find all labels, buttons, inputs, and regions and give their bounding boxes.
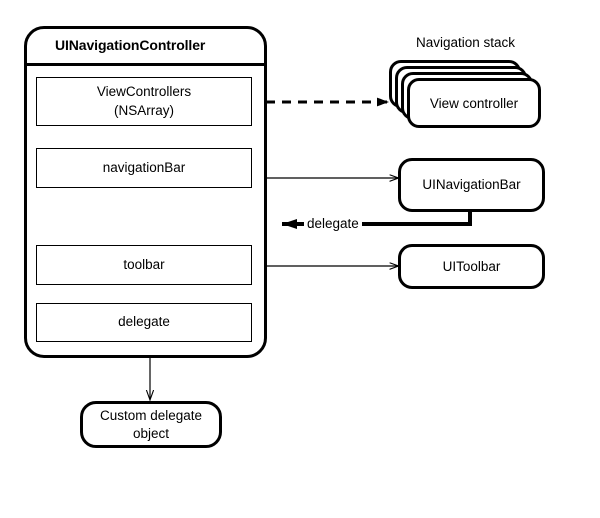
property-viewcontrollers-line1: ViewControllers <box>96 84 192 100</box>
node-custom-delegate-object: Custom delegate object <box>80 401 222 448</box>
page-title: UINavigationController <box>55 37 206 54</box>
node-custom-delegate-line2: object <box>132 425 170 441</box>
edge-label-delegate: delegate <box>304 216 362 231</box>
uinavigationcontroller-container: UINavigationController ViewControllers (… <box>24 26 267 358</box>
property-delegate: delegate <box>36 303 252 342</box>
node-uitoolbar: UIToolbar <box>398 244 545 289</box>
title-divider <box>27 63 264 66</box>
property-viewcontrollers-line2: (NSArray) <box>113 102 174 118</box>
property-navigationbar: navigationBar <box>36 148 252 188</box>
node-custom-delegate-line1: Custom delegate <box>99 407 203 423</box>
navigation-stack-label: Navigation stack <box>415 35 516 50</box>
property-viewcontrollers: ViewControllers (NSArray) <box>36 77 252 126</box>
property-viewcontrollers-text: ViewControllers (NSArray) <box>97 83 191 119</box>
node-uinavigationbar: UINavigationBar <box>398 158 545 212</box>
node-custom-delegate-text: Custom delegate object <box>100 407 202 442</box>
property-toolbar: toolbar <box>36 245 252 285</box>
stack-card-front: View controller <box>407 78 541 128</box>
